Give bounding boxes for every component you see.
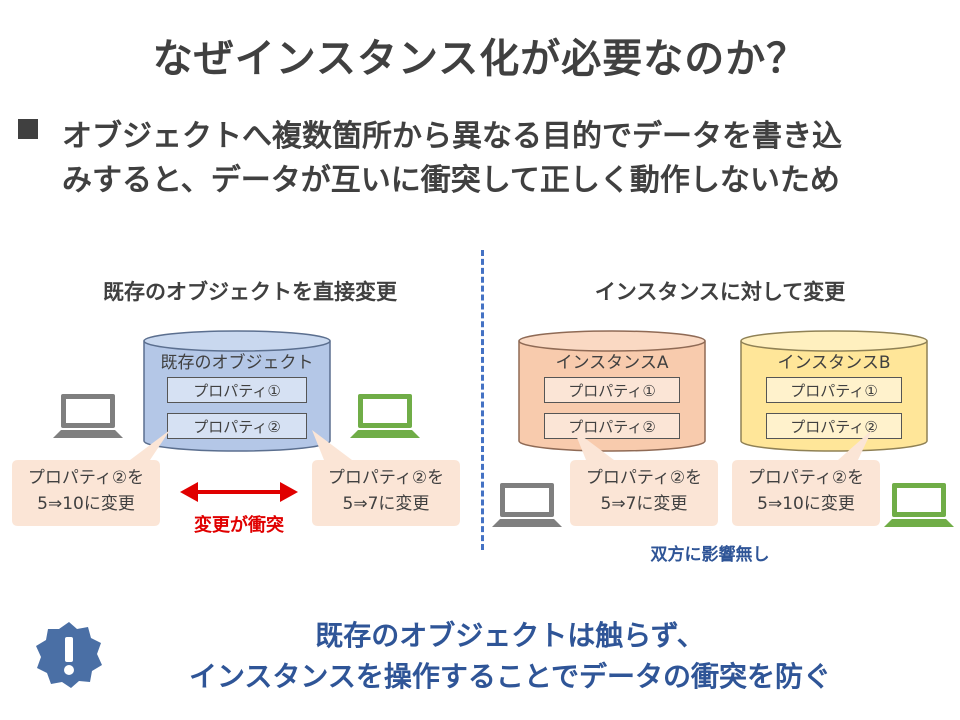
existing-object-cylinder: 既存のオブジェクト プロパティ① プロパティ②	[143, 330, 331, 452]
no-effect-label: 双方に影響無し	[650, 545, 770, 565]
laptop-icon	[884, 481, 954, 537]
callout-left-line-1: プロパティ②を	[27, 468, 145, 488]
callout-instance-a-line-1: プロパティ②を	[585, 468, 703, 488]
section-divider	[481, 250, 484, 550]
conflict-label: 変更が衝突	[194, 515, 284, 536]
bullet-line-2: みすると、データが互いに衝突して正しく動作しないため	[62, 163, 840, 198]
instance-a-label: インスタンスA	[555, 353, 669, 373]
instance-a-cylinder: インスタンスA プロパティ① プロパティ②	[518, 330, 706, 452]
callout-instance-b: プロパティ②を 5⇒10に変更	[732, 430, 880, 526]
exclamation-badge-icon	[34, 620, 104, 694]
bullet-line-1: オブジェクトへ複数箇所から異なる目的でデータを書き込	[62, 119, 842, 154]
callout-right-line-1: プロパティ②を	[327, 468, 445, 488]
instance-b-property-1: プロパティ①	[766, 377, 902, 403]
callout-instance-a: プロパティ②を 5⇒7に変更	[570, 430, 718, 526]
callout-left-line-2: 5⇒10に変更	[37, 494, 135, 514]
object-label: 既存のオブジェクト	[160, 353, 314, 373]
laptop-icon	[53, 392, 123, 448]
conclusion-line-1: 既存のオブジェクトは触らず、	[315, 619, 705, 652]
callout-instance-b-line-1: プロパティ②を	[747, 468, 865, 488]
property-2-box: プロパティ②	[167, 413, 307, 439]
callout-instance-b-line-2: 5⇒10に変更	[757, 494, 855, 514]
square-bullet-icon	[18, 119, 38, 139]
laptop-icon	[350, 392, 420, 448]
callout-right-line-2: 5⇒7に変更	[342, 494, 430, 514]
property-1-box: プロパティ①	[167, 377, 307, 403]
callout-left: プロパティ②を 5⇒10に変更	[12, 430, 170, 526]
callout-instance-a-line-2: 5⇒7に変更	[600, 494, 688, 514]
instance-b-property-2: プロパティ②	[766, 413, 902, 439]
double-arrow-icon	[180, 480, 298, 508]
left-section-heading: 既存のオブジェクトを直接変更	[103, 280, 397, 304]
page-title: なぜインスタンス化が必要なのか？	[152, 36, 808, 82]
right-section-heading: インスタンスに対して変更	[594, 280, 846, 304]
instance-a-property-2: プロパティ②	[544, 413, 680, 439]
instance-b-cylinder: インスタンスB プロパティ① プロパティ②	[740, 330, 928, 452]
conclusion-line-2: インスタンスを操作することでデータの衝突を防ぐ	[188, 660, 832, 693]
laptop-icon	[492, 481, 562, 537]
instance-a-property-1: プロパティ①	[544, 377, 680, 403]
callout-right: プロパティ②を 5⇒7に変更	[312, 430, 460, 526]
instance-b-label: インスタンスB	[777, 353, 891, 373]
